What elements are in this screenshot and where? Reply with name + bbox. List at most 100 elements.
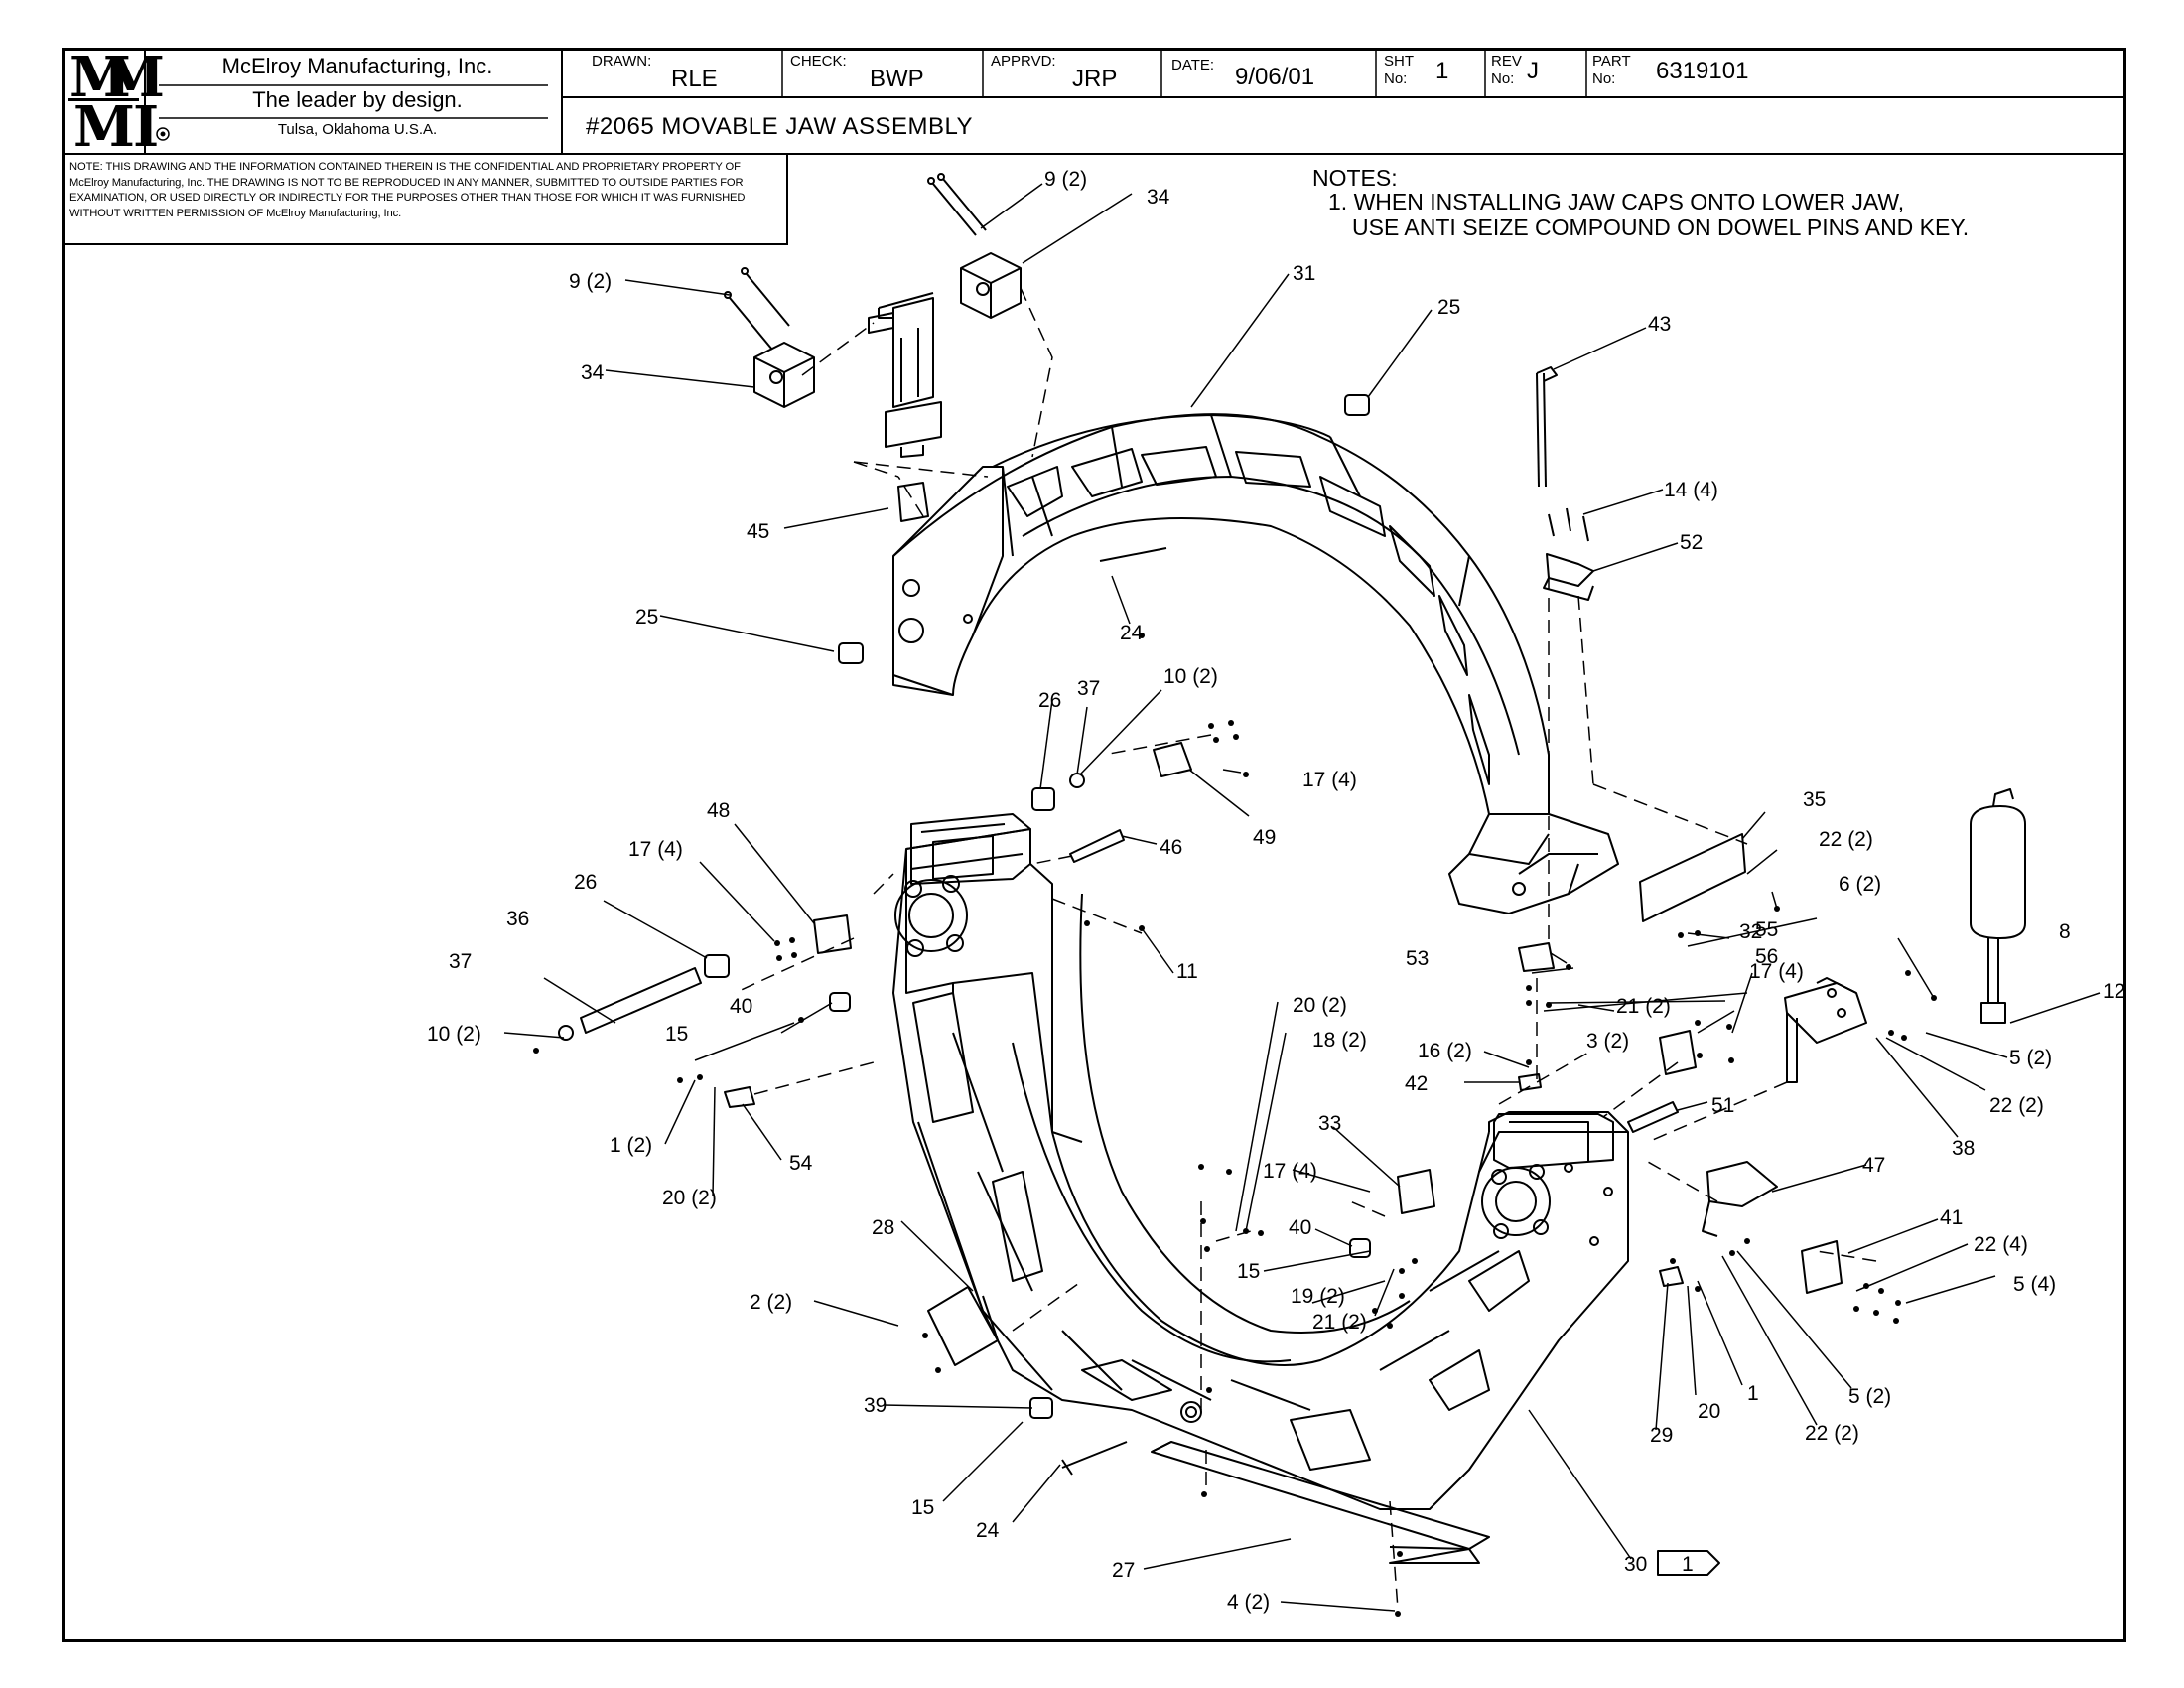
callout-label: 38: [1952, 1137, 1975, 1160]
drawn-value: RLE: [671, 66, 718, 92]
logo-divider: [68, 98, 139, 101]
callout-label: 27: [1112, 1559, 1135, 1582]
callout-label: 47: [1862, 1154, 1885, 1177]
callout-label: 15: [1237, 1260, 1260, 1283]
plate-35: [1639, 833, 1746, 922]
callout-label: 49: [1253, 826, 1276, 849]
callout-label: 42: [1405, 1072, 1428, 1095]
callout-label: 46: [1160, 836, 1182, 859]
sht-value: 1: [1435, 58, 1449, 84]
callout-label: 30: [1624, 1553, 1647, 1576]
apprvd-label: APPRVD:: [991, 53, 1056, 70]
callout-label: 34: [1147, 186, 1170, 209]
callout-label: 18 (2): [1312, 1029, 1367, 1052]
apprvd-value: JRP: [1072, 66, 1118, 92]
callout-label: 39: [864, 1394, 887, 1417]
callout-label: 10 (2): [427, 1023, 481, 1046]
confidential-note: NOTE: THIS DRAWING AND THE INFORMATION C…: [62, 154, 788, 245]
plate-49: [1153, 742, 1192, 777]
jaw-cylinder-right: [1784, 788, 2026, 1083]
assembly-guide-lines: [734, 287, 1877, 1610]
callout-label: 10 (2): [1163, 665, 1218, 688]
callout-label: 51: [1711, 1094, 1734, 1117]
callout-label: 32: [1739, 920, 1762, 943]
plate-28: [927, 1286, 999, 1366]
plate-48: [813, 914, 852, 954]
leader-lines: [503, 183, 2101, 1612]
callout-label: 25: [1437, 296, 1460, 319]
callout-label: 48: [707, 799, 730, 822]
logo-top-letters-2: M: [103, 45, 165, 110]
callout-label: 34: [581, 361, 605, 384]
notes-heading: NOTES:: [1312, 165, 1398, 191]
callout-label: 52: [1680, 531, 1703, 554]
drawn-label: DRAWN:: [592, 53, 652, 70]
callout-label: 22 (4): [1974, 1233, 2028, 1256]
callout-label: 37: [449, 950, 472, 973]
callout-label: 17 (4): [628, 838, 683, 861]
part-label: PART: [1592, 53, 1631, 70]
rev-no-label: No:: [1491, 70, 1515, 87]
callout-label: 33: [1318, 1112, 1341, 1135]
callout-label: 17 (4): [1302, 769, 1357, 791]
plate-33: [1397, 1169, 1435, 1214]
callout-label: 1: [1747, 1382, 1759, 1405]
callout-label: 6 (2): [1839, 873, 1881, 896]
callout-label: 14 (4): [1664, 479, 1718, 501]
callout-label: 26: [574, 871, 597, 894]
sheet-border: [62, 48, 2126, 1642]
notes-line-2: USE ANTI SEIZE COMPOUND ON DOWEL PINS AN…: [1352, 214, 1970, 240]
upper-jaw-body: [892, 413, 1619, 914]
callout-labels: 9 (2) 34 9 (2) 34 31 25 43 14 (4) 52 45 …: [427, 168, 2125, 1614]
callout-label: 2 (2): [750, 1291, 792, 1314]
plate-41: [1801, 1240, 1843, 1294]
sheet-reference-number: 1: [1682, 1553, 1694, 1576]
callout-label: 19 (2): [1291, 1285, 1345, 1308]
plate-32: [1659, 1030, 1697, 1075]
callout-label: 11: [1176, 960, 1198, 983]
callout-label: 5 (2): [1848, 1385, 1891, 1408]
callout-label: 56: [1755, 945, 1778, 968]
pin-43-assembly: [1536, 366, 1594, 601]
notes-line-1: 1. WHEN INSTALLING JAW CAPS ONTO LOWER J…: [1328, 189, 1905, 214]
callout-label: 1 (2): [610, 1134, 652, 1157]
callout-label: 20 (2): [662, 1187, 717, 1209]
callout-label: 9 (2): [1044, 168, 1087, 191]
rev-value: J: [1527, 58, 1539, 84]
date-value: 9/06/01: [1235, 64, 1315, 90]
company-name: McElroy Manufacturing, Inc.: [221, 54, 493, 78]
callout-label: 20 (2): [1293, 994, 1347, 1017]
part-value: 6319101: [1656, 58, 1749, 84]
callout-label: 36: [506, 908, 529, 930]
callout-label: 21 (2): [1616, 995, 1671, 1018]
date-label: DATE:: [1171, 57, 1215, 73]
callout-label: 53: [1406, 947, 1429, 970]
check-value: BWP: [870, 66, 924, 92]
callout-label: 20: [1698, 1400, 1720, 1423]
callout-label: 35: [1803, 788, 1826, 811]
callout-label: 55: [1755, 918, 1778, 941]
callout-label: 22 (2): [1819, 828, 1873, 851]
callout-label: 40: [730, 995, 752, 1018]
callout-label: 54: [789, 1152, 813, 1175]
company-location: Tulsa, Oklahoma U.S.A.: [277, 121, 438, 138]
company-tagline: The leader by design.: [252, 87, 463, 112]
callout-label: 40: [1289, 1216, 1311, 1239]
callout-label: 16 (2): [1418, 1040, 1472, 1062]
callout-label: 43: [1648, 313, 1671, 336]
callout-label: 15: [911, 1496, 934, 1519]
callout-label: 12: [2103, 980, 2125, 1003]
callout-label: 24: [976, 1519, 1000, 1542]
callout-label: 15: [665, 1023, 688, 1046]
callout-label: 8: [2059, 920, 2071, 943]
callout-label: 41: [1940, 1206, 1963, 1229]
callout-label: 5 (4): [2013, 1273, 2056, 1296]
drawing-title: #2065 MOVABLE JAW ASSEMBLY: [586, 113, 974, 140]
callout-label: 45: [747, 520, 769, 543]
callout-label: 17 (4): [1263, 1160, 1317, 1183]
rev-label: REV: [1491, 53, 1522, 70]
callout-label: 4 (2): [1227, 1591, 1270, 1614]
